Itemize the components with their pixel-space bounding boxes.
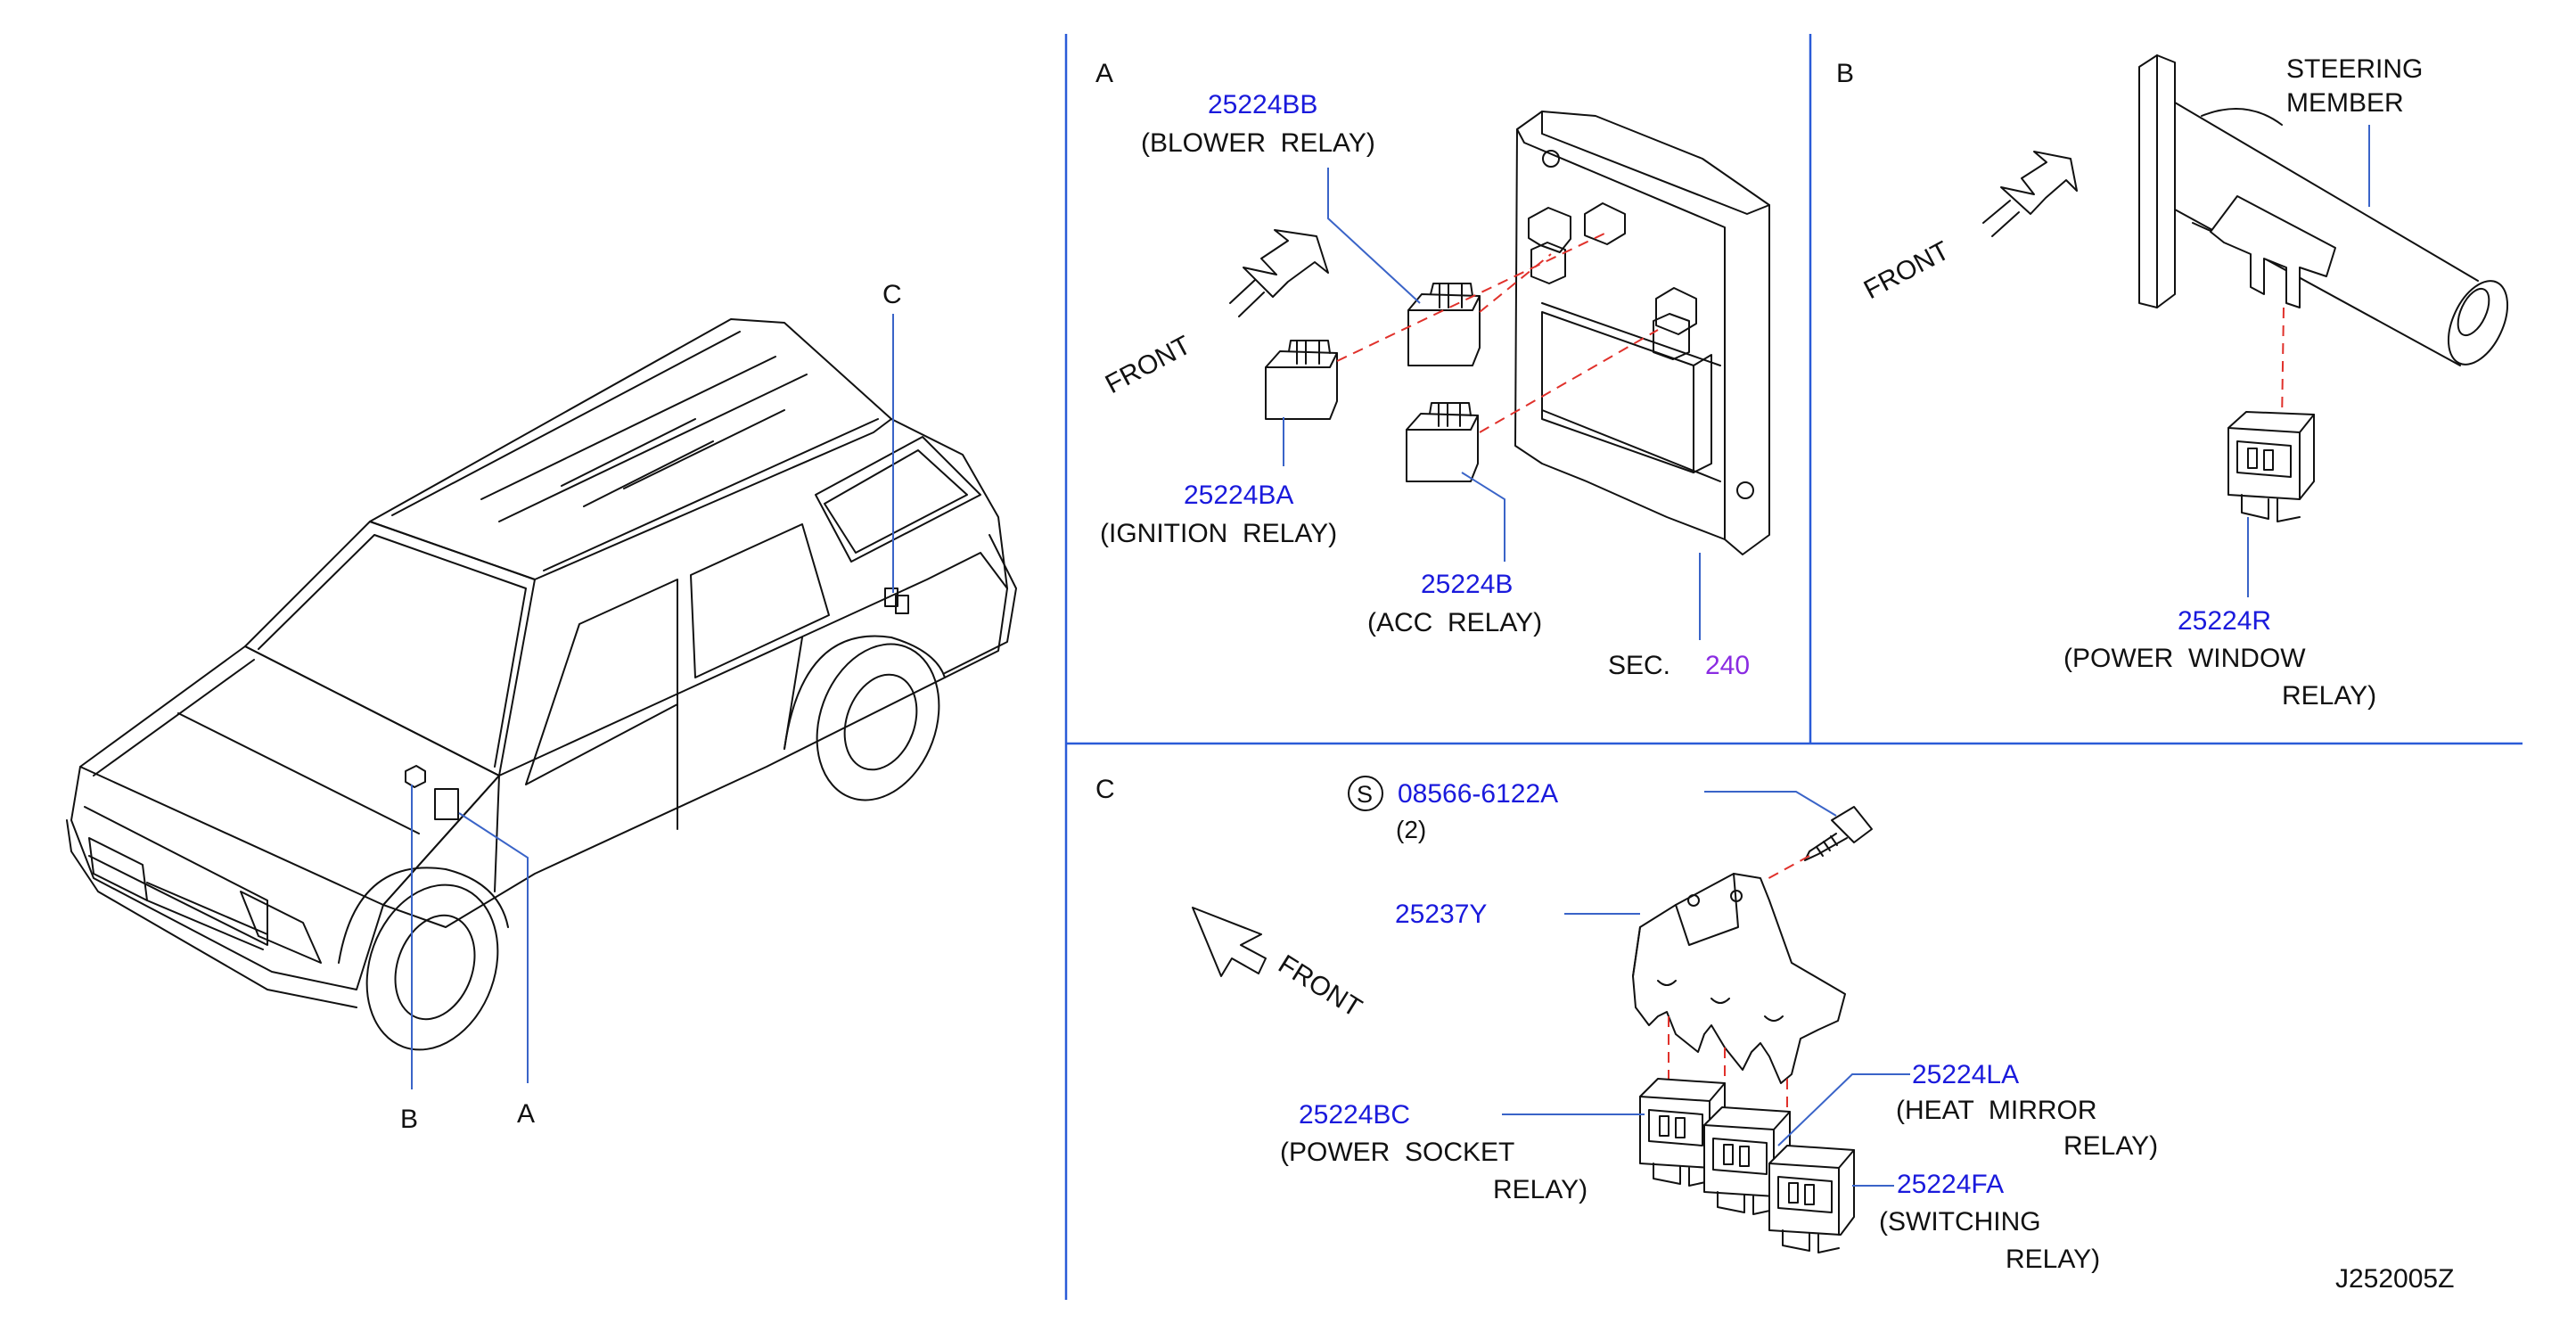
steering-member-label-1: STEERING xyxy=(2286,54,2423,84)
relay-25224b xyxy=(1406,402,1479,482)
vehicle-overview: A B C xyxy=(66,280,1017,1134)
screw-quantity: (2) xyxy=(1396,816,1426,843)
panel-a-dashed-guides xyxy=(1336,233,1659,433)
part-number-25224bc: 25224BC xyxy=(1299,1100,1410,1130)
part-number-25224b: 25224B xyxy=(1421,570,1513,599)
vehicle-outline xyxy=(66,318,1017,1051)
part-name-power-socket-relay-2: RELAY) xyxy=(1493,1175,1587,1204)
screw xyxy=(1804,806,1873,861)
part-number-25224r: 25224R xyxy=(2178,606,2271,636)
overview-relay-markers xyxy=(405,588,909,820)
screw-symbol-label: S xyxy=(1357,781,1373,808)
part-number-25224ba: 25224BA xyxy=(1184,481,1293,510)
part-name-acc-relay: (ACC RELAY) xyxy=(1367,608,1542,637)
section-ref-label: SEC. xyxy=(1608,651,1670,680)
part-number-25224la: 25224LA xyxy=(1912,1060,2019,1089)
relay-25224ba xyxy=(1265,340,1338,420)
steering-member xyxy=(2138,54,2509,366)
part-name-ignition-relay: (IGNITION RELAY) xyxy=(1100,519,1337,548)
panel-b: B FRONT STEERING MEMBER 25224R xyxy=(1836,54,2509,711)
part-name-power-window-relay-2: RELAY) xyxy=(2282,681,2376,711)
part-name-switching-relay-1: (SWITCHING xyxy=(1879,1207,2041,1237)
steering-member-label-2: MEMBER xyxy=(2286,88,2404,118)
panel-b-front-label: FRONT xyxy=(1859,236,1955,306)
panel-b-label: B xyxy=(1836,59,1854,88)
part-name-switching-relay-2: RELAY) xyxy=(2006,1245,2100,1274)
diagram-code: J252005Z xyxy=(2335,1264,2454,1294)
panel-c-front-arrow xyxy=(1192,907,1267,977)
bracket-25237y xyxy=(1632,873,1846,1084)
panel-c-front-label: FRONT xyxy=(1273,949,1366,1023)
panel-a-label: A xyxy=(1095,59,1113,88)
part-name-power-window-relay-1: (POWER WINDOW xyxy=(2063,644,2306,673)
body-control-module xyxy=(1514,111,1770,555)
part-name-blower-relay: (BLOWER RELAY) xyxy=(1141,128,1375,158)
overview-leaders xyxy=(411,314,894,1089)
part-name-heat-mirror-relay-1: (HEAT MIRROR xyxy=(1896,1096,2097,1125)
screw-symbol-circle xyxy=(1348,776,1383,811)
panel-c: C FRONT S 08566-6122A (2) 25237Y xyxy=(1095,775,2158,1274)
panel-a-front-arrow xyxy=(1229,229,1329,317)
callout-b: B xyxy=(400,1105,418,1134)
part-name-power-socket-relay-1: (POWER SOCKET xyxy=(1280,1138,1514,1167)
relay-25224fa xyxy=(1768,1145,1855,1253)
part-number-25237y: 25237Y xyxy=(1395,900,1487,929)
callout-c: C xyxy=(882,280,902,309)
panel-c-label: C xyxy=(1095,775,1115,804)
panel-dividers xyxy=(1064,34,2523,1300)
part-number-25224bb: 25224BB xyxy=(1208,90,1317,119)
panel-b-front-arrow xyxy=(1982,151,2078,237)
panel-c-leaders xyxy=(1502,1073,1910,1187)
relay-25224bb xyxy=(1407,283,1481,366)
panel-a-front-label: FRONT xyxy=(1101,331,1196,400)
panel-a: A FRONT xyxy=(1095,59,1770,680)
section-ref-number: 240 xyxy=(1705,651,1750,680)
part-number-25224fa: 25224FA xyxy=(1897,1170,2004,1199)
part-number-08566-6122a: 08566-6122A xyxy=(1398,779,1558,809)
part-name-heat-mirror-relay-2: RELAY) xyxy=(2063,1131,2158,1161)
panel-a-leaders xyxy=(1283,168,1701,640)
relay-25224r xyxy=(2227,411,2315,522)
callout-a: A xyxy=(517,1099,535,1129)
